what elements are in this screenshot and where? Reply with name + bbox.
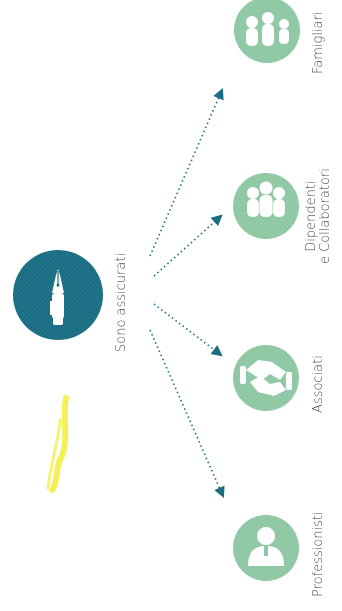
node-famigliari — [234, 0, 300, 63]
node-label-professionisti-line1: Professionisti — [311, 511, 326, 597]
node-dipendenti — [233, 173, 299, 239]
handshake-icon — [240, 360, 292, 396]
arrow-to-professionisti — [149, 329, 225, 499]
node-label-dipendenti-line1: Dipendenti — [304, 180, 319, 252]
arrow-to-associati — [153, 303, 223, 357]
connectors — [149, 87, 225, 499]
node-label-famigliari-line1: Famigliari — [311, 11, 326, 74]
arrow-to-dipendenti — [153, 214, 223, 277]
arrow-to-famigliari — [149, 87, 224, 257]
family-icon — [246, 12, 289, 46]
node-label-professionisti: Professionisti — [311, 511, 326, 597]
node-label-famigliari: Famigliari — [311, 11, 326, 74]
group-icon — [247, 181, 285, 217]
node-associati — [233, 345, 299, 411]
node-label-dipendenti: Dipendenti e Collaboratori — [304, 168, 333, 264]
node-professionisti — [233, 515, 299, 581]
center-hub — [13, 250, 103, 340]
node-label-associati-line1: Associati — [311, 355, 326, 413]
person-icon — [248, 527, 284, 566]
center-label: Sono assicurati — [114, 252, 129, 352]
fountain-pen-icon — [50, 269, 64, 325]
node-label-associati: Associati — [311, 355, 326, 413]
highlight-scribble — [46, 395, 69, 493]
node-label-dipendenti-line2: e Collaboratori — [318, 168, 333, 264]
